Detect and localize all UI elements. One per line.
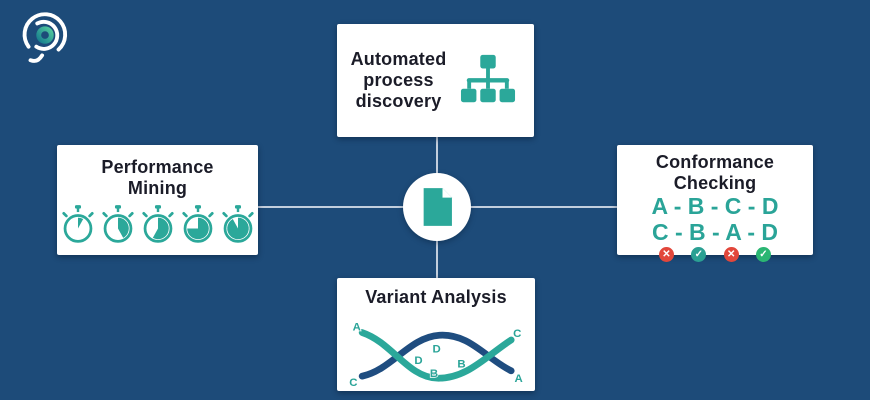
x-icon: ✕ bbox=[723, 247, 739, 263]
stopwatch-row bbox=[57, 202, 258, 248]
stopwatch-icon bbox=[101, 204, 134, 243]
stopwatch-icon bbox=[61, 204, 94, 243]
variant-label: C bbox=[349, 377, 357, 389]
variant-label: A bbox=[514, 373, 522, 385]
marks-row: ✕ ✓ ✕ ✓ bbox=[659, 247, 771, 263]
variant-label: B bbox=[457, 358, 465, 370]
check-icon: ✓ bbox=[755, 247, 771, 263]
variant-label: C bbox=[513, 328, 521, 340]
card-title: Performance Mining bbox=[57, 157, 258, 199]
title-line: Conformance bbox=[655, 152, 775, 172]
center-event-log-node bbox=[403, 173, 471, 241]
title-line: process bbox=[363, 70, 434, 91]
check-icon: ✓ bbox=[691, 247, 707, 263]
title-line: Automated bbox=[350, 49, 447, 70]
card-title: Variant Analysis bbox=[365, 287, 507, 307]
x-icon: ✕ bbox=[659, 247, 674, 263]
logo-center-dot bbox=[36, 26, 54, 44]
title-line: Performance bbox=[101, 157, 214, 177]
stopwatch-icon bbox=[221, 204, 254, 243]
stopwatch-icon bbox=[141, 204, 174, 243]
brand-logo bbox=[22, 12, 68, 63]
stopwatch-icon bbox=[181, 204, 214, 243]
title-line: Mining bbox=[127, 177, 188, 198]
card-performance-mining: Performance Mining bbox=[57, 145, 258, 255]
card-title: Automated process discovery bbox=[351, 49, 447, 112]
variant-label: D bbox=[433, 344, 441, 356]
logo-outer-arc bbox=[22, 12, 68, 52]
variant-label: A bbox=[353, 321, 361, 333]
card-title: Conformance Checking bbox=[617, 152, 813, 194]
document-icon bbox=[423, 188, 452, 226]
sequence-actual: C - B - A - D bbox=[651, 218, 779, 245]
variant-label: B bbox=[430, 368, 438, 380]
card-automated-process-discovery: Automated process discovery bbox=[337, 24, 534, 137]
logo-tail bbox=[28, 53, 45, 63]
org-chart-icon bbox=[461, 54, 516, 102]
title-line: discovery bbox=[355, 90, 442, 111]
card-conformance-checking: Conformance Checking A - B - C - D C - B… bbox=[617, 145, 813, 263]
card-variant-analysis: Variant Analysis A C C A D D B B bbox=[337, 278, 535, 391]
variant-curves-graphic: A C C A D D B B bbox=[349, 321, 524, 390]
logo-middle-arc bbox=[34, 19, 60, 51]
variant-curve-teal bbox=[358, 329, 515, 382]
title-line: Checking bbox=[673, 172, 757, 193]
sequence-expected: A - B - C - D bbox=[651, 192, 779, 219]
variant-label: D bbox=[414, 355, 422, 367]
